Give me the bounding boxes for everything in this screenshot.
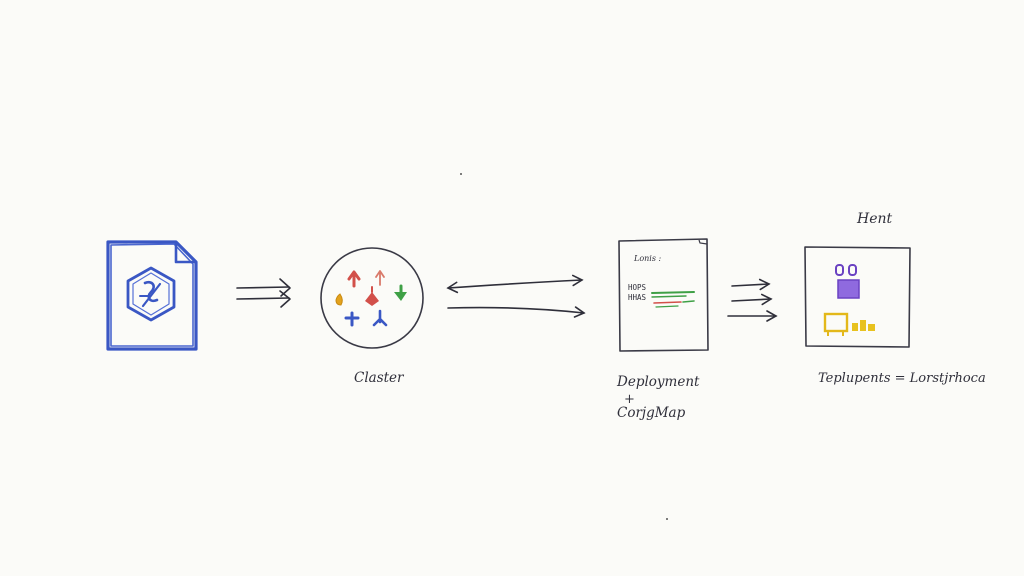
- kubernetes-manifest-file-icon: [106, 240, 198, 351]
- host-title: Hent: [856, 211, 893, 227]
- deployment-doc-row2: HHAS: [628, 293, 647, 302]
- deployment-document-icon: Lonis : HOPS HHAS: [618, 238, 709, 352]
- arrow-manifest-to-cluster: [236, 278, 291, 308]
- deployment-label-plus: +: [624, 392, 635, 407]
- arrow-deployment-to-host: [727, 278, 778, 322]
- speck: [666, 518, 668, 520]
- deployment-doc-row1: HOPS: [628, 283, 647, 292]
- deployment-label-line2: CorjgMap: [617, 405, 686, 421]
- host-label: Teplupents = Lorstjrhoca: [818, 371, 986, 386]
- arrow-cluster-to-deployment: [446, 274, 586, 318]
- cluster-circle-icon: [320, 247, 424, 349]
- deployment-doc-title: Lonis :: [633, 254, 661, 263]
- speck: [460, 173, 462, 175]
- deployment-label-line1: Deployment: [616, 374, 700, 390]
- cluster-label: Claster: [354, 370, 405, 386]
- host-window-icon: [804, 246, 911, 348]
